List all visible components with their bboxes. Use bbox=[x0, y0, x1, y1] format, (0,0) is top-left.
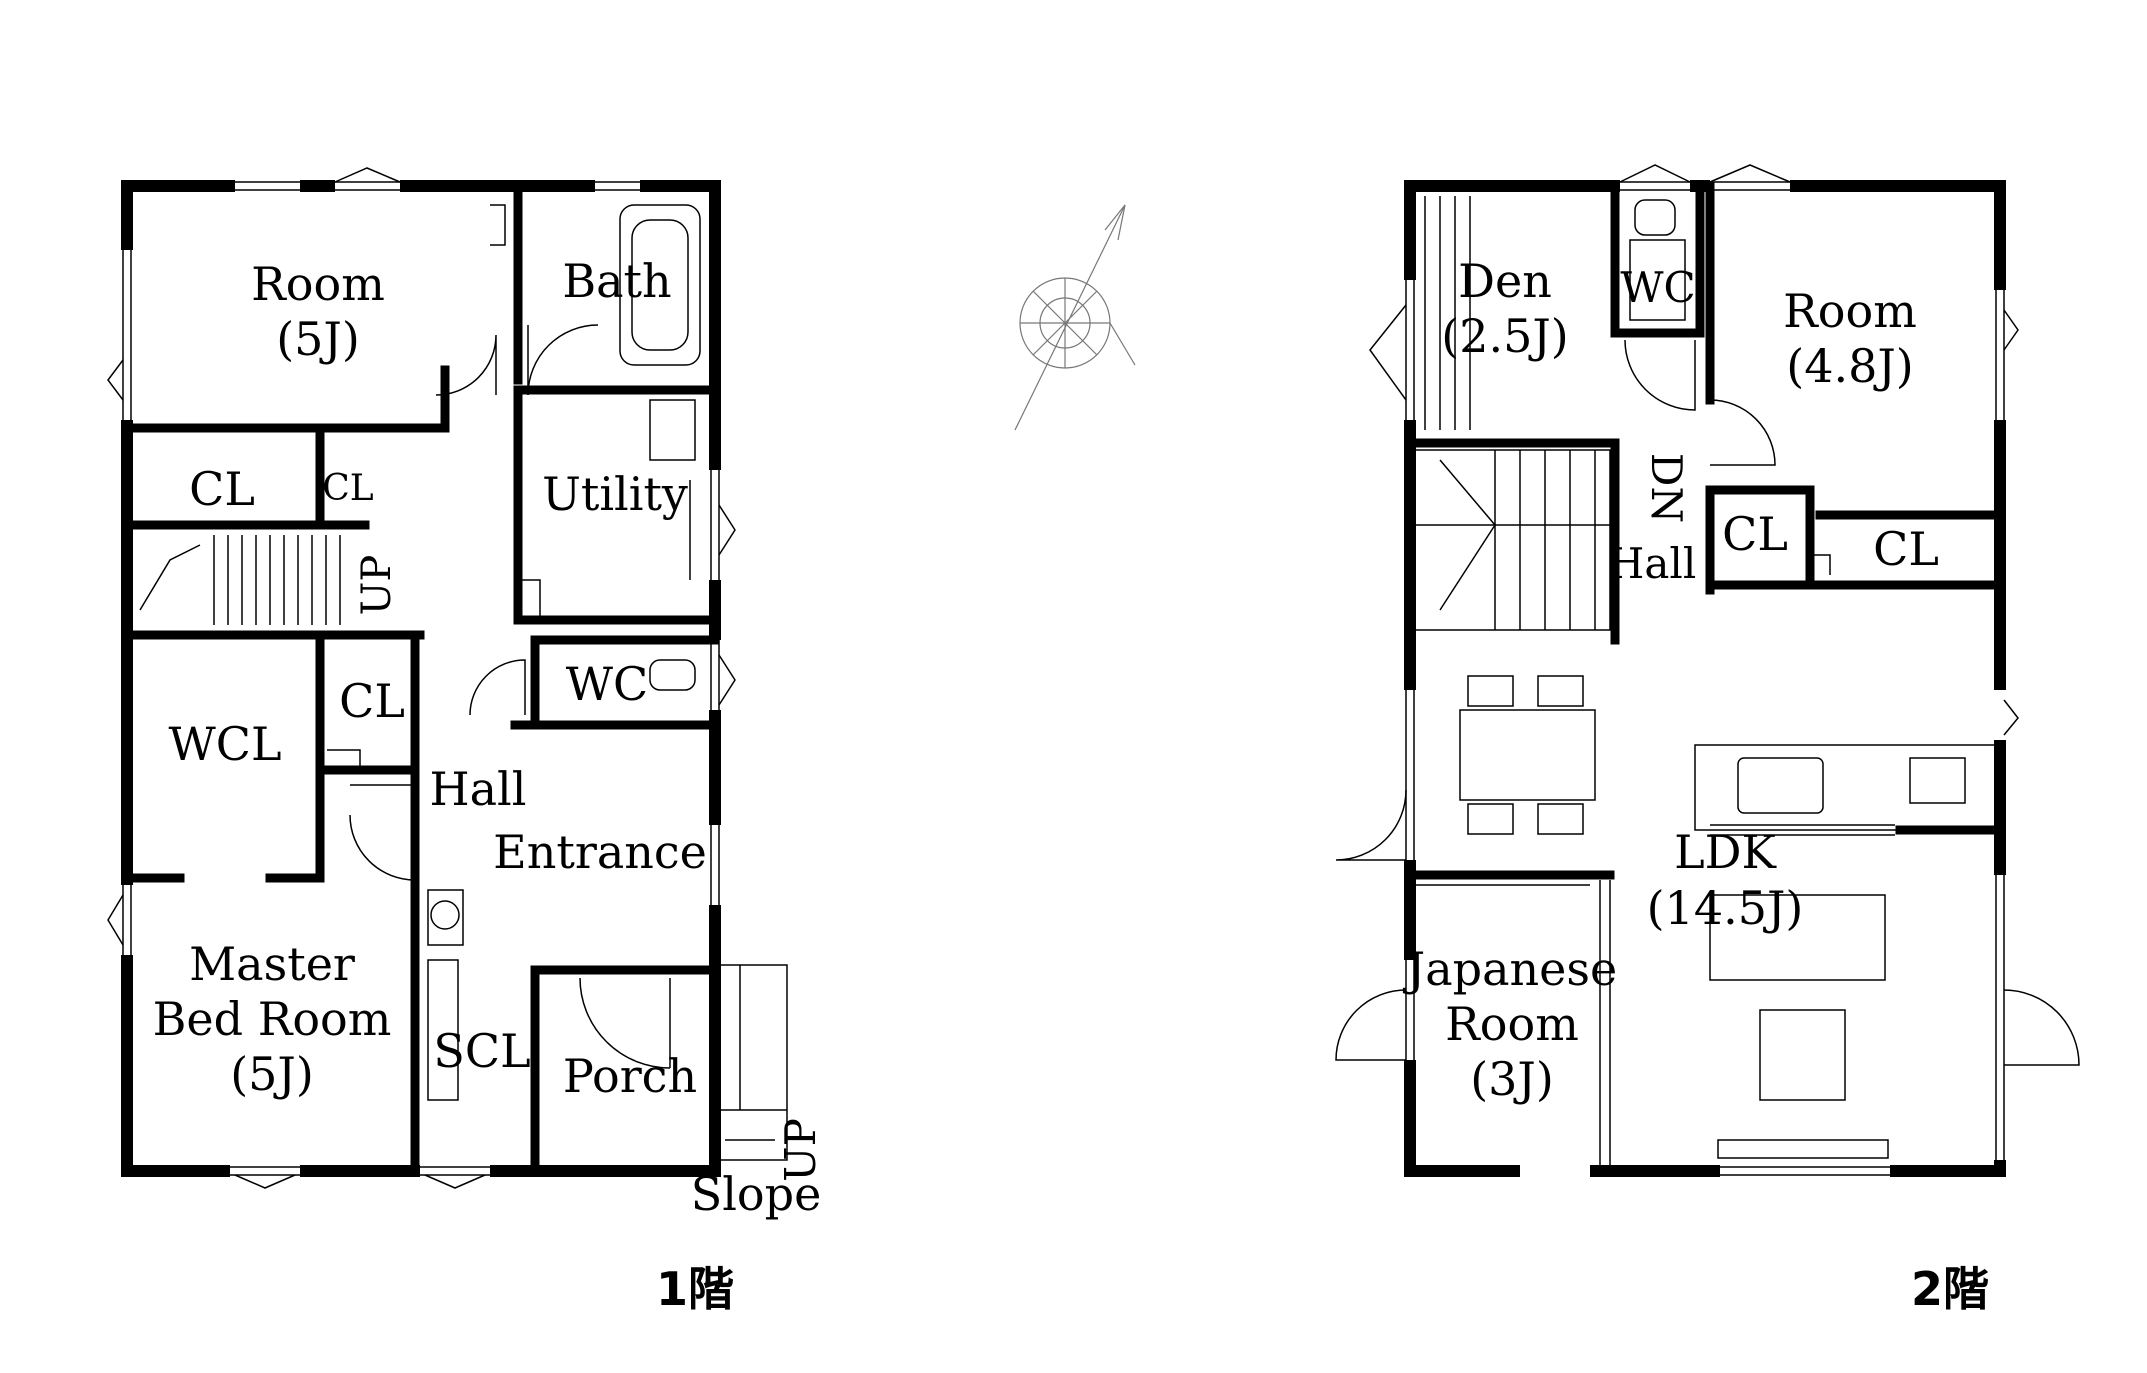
closet-b-label: CL bbox=[1873, 522, 1939, 576]
shoe-closet-label: SCL bbox=[433, 1024, 530, 1078]
stairs-down-label: DN bbox=[1642, 453, 1691, 523]
den-label: Den bbox=[1458, 254, 1552, 308]
master-line2: Bed Room bbox=[153, 992, 392, 1046]
floor-2-title: 2階 bbox=[1911, 1262, 1989, 1316]
master-line1: Master bbox=[189, 937, 355, 991]
floor-2-plan: Den (2.5J) WC Room (4.8J) DN Hall CL CL … bbox=[1335, 164, 2080, 1316]
wc-label: WC bbox=[566, 657, 648, 711]
master-size: (5J) bbox=[230, 1047, 314, 1101]
floor-2-outer-wall bbox=[1404, 180, 2006, 1177]
japanese-room-line1: Japanese bbox=[1403, 942, 1617, 996]
floor-2-room-label: Room bbox=[1783, 284, 1917, 338]
room-label: Room bbox=[251, 257, 385, 311]
floor-2-hall-label: Hall bbox=[1608, 539, 1697, 588]
room-size: (5J) bbox=[276, 312, 360, 366]
closet-a-label: CL bbox=[1722, 507, 1788, 561]
closet-mid-label: CL bbox=[339, 674, 405, 728]
stairs-up-label: UP bbox=[354, 555, 400, 616]
japanese-room-size: (3J) bbox=[1470, 1052, 1554, 1106]
utility-label: Utility bbox=[542, 467, 688, 521]
slope-up-label: UP bbox=[776, 1118, 825, 1182]
bath-label: Bath bbox=[562, 254, 671, 308]
floor-2-room-size: (4.8J) bbox=[1786, 339, 1914, 393]
slope-label: Slope bbox=[691, 1167, 822, 1221]
floor-2-wc-label: WC bbox=[1620, 263, 1695, 312]
floor-1-title: 1階 bbox=[656, 1262, 734, 1316]
floor-2-stairs bbox=[1414, 449, 1611, 631]
compass-rose-icon bbox=[1014, 204, 1136, 431]
floor-1-plan: Room (5J) Bath CL CL UP Utility WCL CL W… bbox=[107, 167, 825, 1316]
walk-in-closet-label: WCL bbox=[168, 717, 281, 771]
hall-label: Hall bbox=[430, 762, 527, 816]
den-size: (2.5J) bbox=[1441, 309, 1569, 363]
japanese-room-line2: Room bbox=[1445, 997, 1579, 1051]
closet-label: CL bbox=[189, 462, 255, 516]
ldk-label: LDK bbox=[1674, 825, 1777, 879]
closet-small-label: CL bbox=[322, 468, 374, 509]
ldk-size: (14.5J) bbox=[1647, 881, 1804, 935]
floor-1-stairs bbox=[139, 535, 341, 625]
entrance-label: Entrance bbox=[493, 825, 707, 879]
porch-label: Porch bbox=[563, 1049, 697, 1103]
